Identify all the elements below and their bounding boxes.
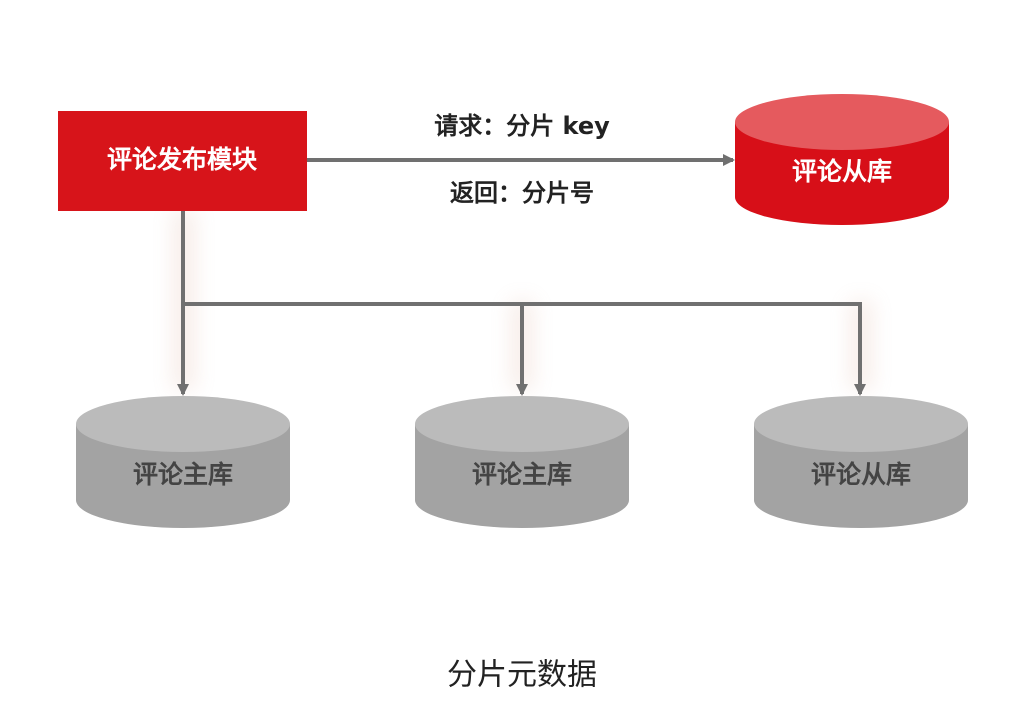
master-db-2: 评论主库	[415, 396, 629, 528]
distribution-connectors	[177, 211, 866, 396]
slave-db-bottom-cap	[754, 396, 968, 452]
diagram-caption: 分片元数据	[447, 658, 597, 693]
slave-db-top-body	[735, 122, 949, 225]
slave-db-top-label: 评论从库	[792, 157, 892, 186]
master-db-1-cap	[76, 396, 290, 452]
master-db-2-label: 评论主库	[472, 460, 572, 489]
master-db-2-cap	[415, 396, 629, 452]
slave-db-bottom-body	[754, 424, 968, 528]
master-db-1: 评论主库	[76, 396, 290, 528]
master-db-2-body	[415, 424, 629, 528]
comment-publish-module: 评论发布模块	[58, 111, 307, 211]
slave-db-bottom: 评论从库	[754, 396, 968, 528]
master-db-1-body	[76, 424, 290, 528]
slave-db-top-cap	[735, 94, 949, 150]
response-label: 返回：分片号	[450, 179, 594, 207]
module-box	[58, 111, 307, 211]
request-label: 请求：分片 key	[434, 112, 610, 140]
slave-db-bottom-label: 评论从库	[811, 460, 911, 489]
master-db-1-label: 评论主库	[133, 460, 233, 489]
module-label: 评论发布模块	[107, 145, 257, 174]
slave-db-top: 评论从库	[735, 94, 949, 225]
